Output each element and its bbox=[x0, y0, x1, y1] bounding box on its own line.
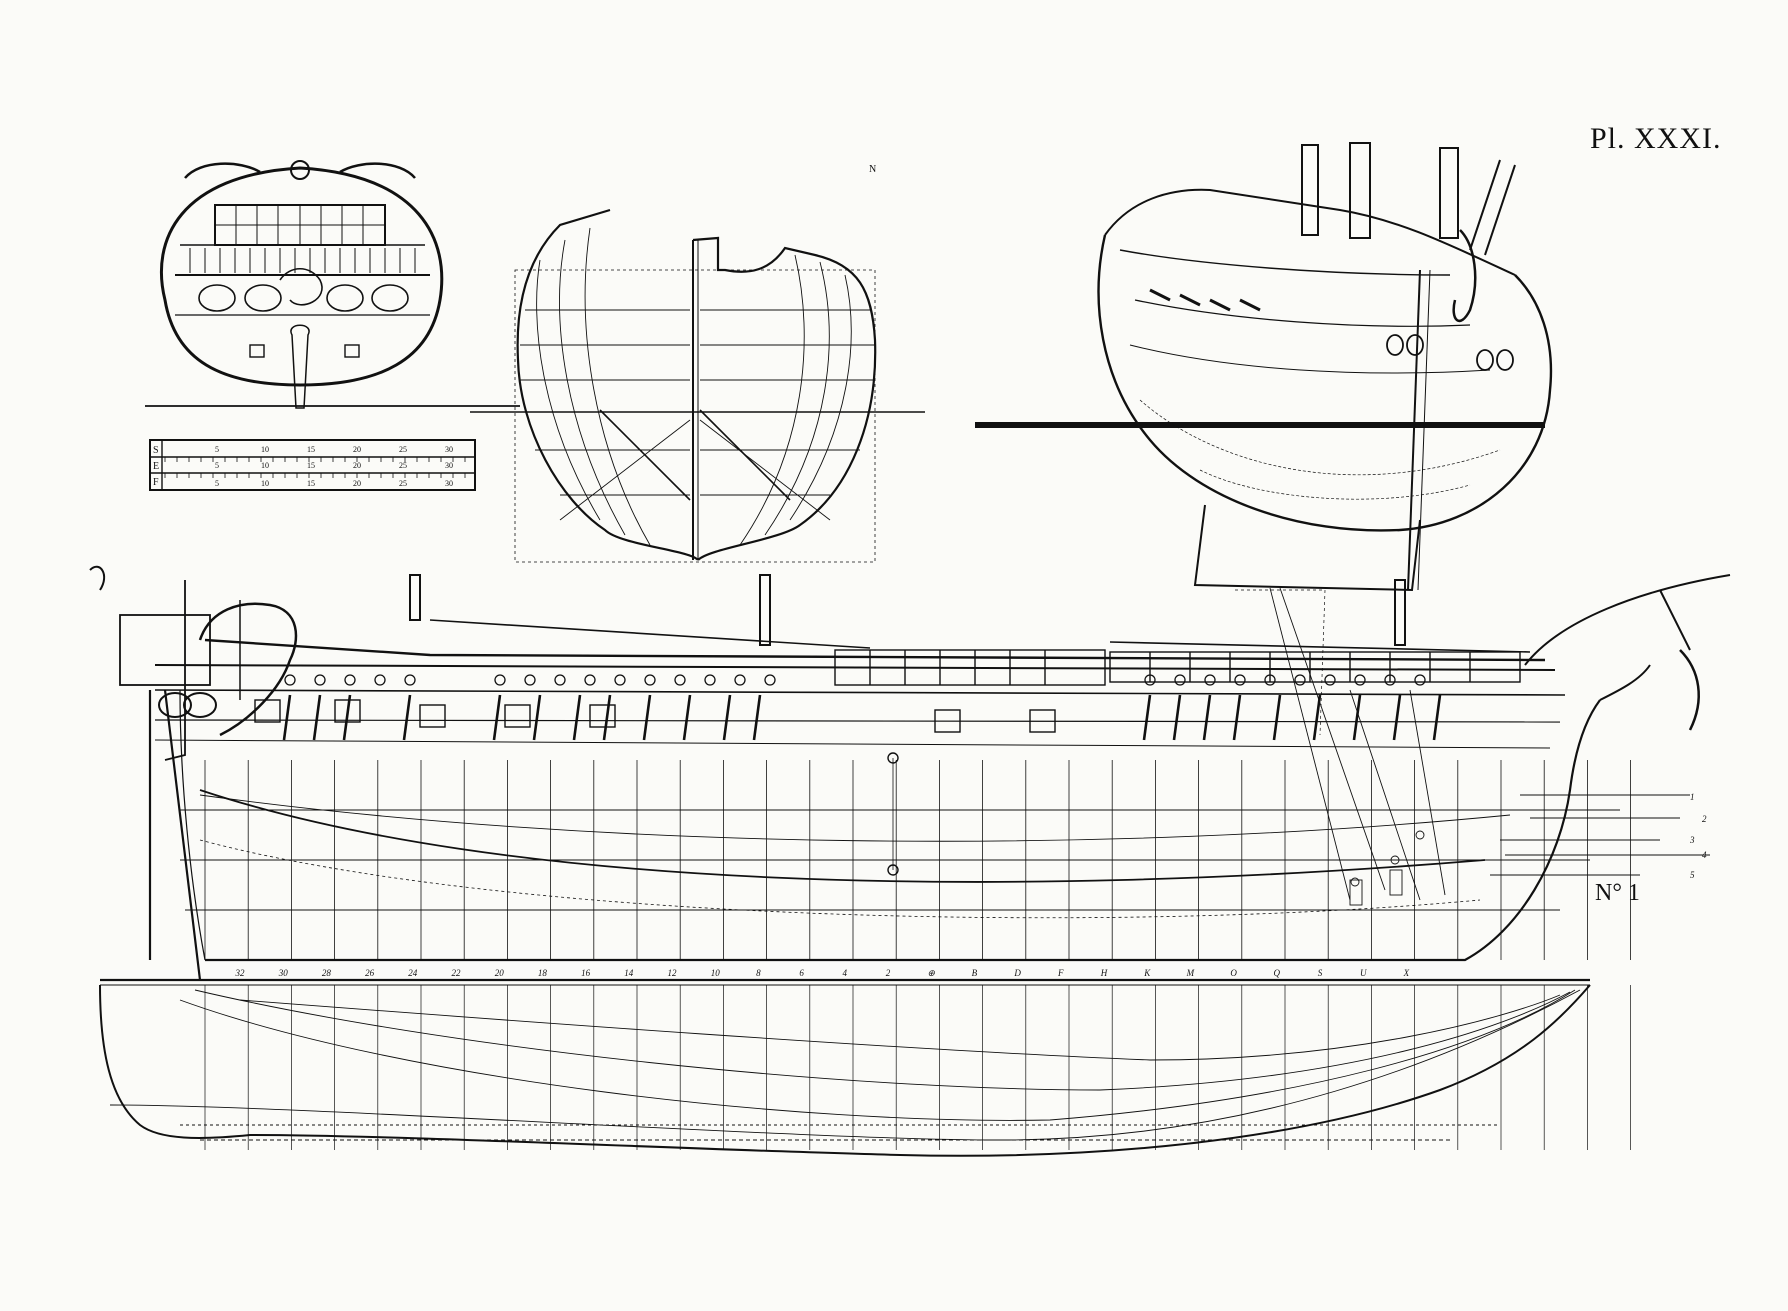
scale-number: 15 bbox=[307, 461, 315, 470]
waterline-label: 3 bbox=[1689, 835, 1695, 845]
station-label: D bbox=[1013, 968, 1021, 978]
waterline-label: 2 bbox=[1702, 814, 1707, 824]
scale-number: 25 bbox=[399, 445, 407, 454]
bow-perspective bbox=[975, 142, 1553, 592]
station-label: 6 bbox=[799, 968, 804, 978]
station-label: 16 bbox=[581, 968, 591, 978]
station-label: U bbox=[1360, 968, 1367, 978]
station-label: 10 bbox=[711, 968, 721, 978]
scale-number: 10 bbox=[261, 461, 269, 470]
scale-number: 5 bbox=[215, 461, 219, 470]
scale-number: 20 bbox=[353, 461, 361, 470]
corner-mark: N bbox=[869, 164, 877, 175]
scale-row-label: E bbox=[153, 461, 159, 472]
scale-number: 25 bbox=[399, 461, 407, 470]
scale-row-label: S bbox=[153, 445, 159, 456]
scale-number: 30 bbox=[445, 461, 453, 470]
station-label: 22 bbox=[452, 968, 462, 978]
sheer-plan bbox=[89, 565, 1731, 981]
station-label: 8 bbox=[756, 968, 761, 978]
station-label: S bbox=[1318, 968, 1323, 978]
station-label: 14 bbox=[624, 968, 634, 978]
station-label: H bbox=[1100, 968, 1108, 978]
scale-number: 20 bbox=[353, 479, 361, 488]
station-label: Q bbox=[1274, 968, 1281, 978]
scale-bar bbox=[149, 439, 476, 491]
scale-number: 30 bbox=[445, 445, 453, 454]
stern-view bbox=[145, 160, 520, 409]
scale-number: 15 bbox=[307, 445, 315, 454]
scale-number: 25 bbox=[399, 479, 407, 488]
waterline-label: 4 bbox=[1702, 850, 1707, 860]
scale-number: 15 bbox=[307, 479, 315, 488]
station-label: 26 bbox=[365, 968, 375, 978]
station-label: 4 bbox=[843, 968, 848, 978]
scale-number: 5 bbox=[215, 445, 219, 454]
figure-label: N° 1 bbox=[1595, 880, 1640, 906]
station-label: B bbox=[972, 968, 978, 978]
plate-title: Pl. XXXI. bbox=[1590, 122, 1722, 155]
scale-number: 10 bbox=[261, 479, 269, 488]
scale-row-label: F bbox=[153, 477, 159, 488]
station-label: M bbox=[1186, 968, 1195, 978]
station-label: 32 bbox=[235, 968, 246, 978]
station-label: 24 bbox=[408, 968, 418, 978]
station-label: K bbox=[1143, 968, 1151, 978]
half-breadth-plan bbox=[99, 978, 1631, 1157]
station-label: ⊕ bbox=[927, 968, 935, 978]
station-label: X bbox=[1403, 968, 1410, 978]
scale-number: 20 bbox=[353, 445, 361, 454]
station-label: 30 bbox=[278, 968, 289, 978]
station-label: 28 bbox=[322, 968, 332, 978]
scale-number: 30 bbox=[445, 479, 453, 488]
waterline-label: 5 bbox=[1690, 870, 1695, 880]
scale-number: 10 bbox=[261, 445, 269, 454]
body-plan bbox=[470, 208, 925, 563]
station-label: 12 bbox=[668, 968, 678, 978]
station-label: 20 bbox=[495, 968, 505, 978]
scale-number: 5 bbox=[215, 479, 219, 488]
waterline-label: 1 bbox=[1690, 792, 1695, 802]
station-label: O bbox=[1230, 968, 1237, 978]
station-label: 18 bbox=[538, 968, 548, 978]
station-label: F bbox=[1057, 968, 1064, 978]
station-label: 2 bbox=[886, 968, 891, 978]
